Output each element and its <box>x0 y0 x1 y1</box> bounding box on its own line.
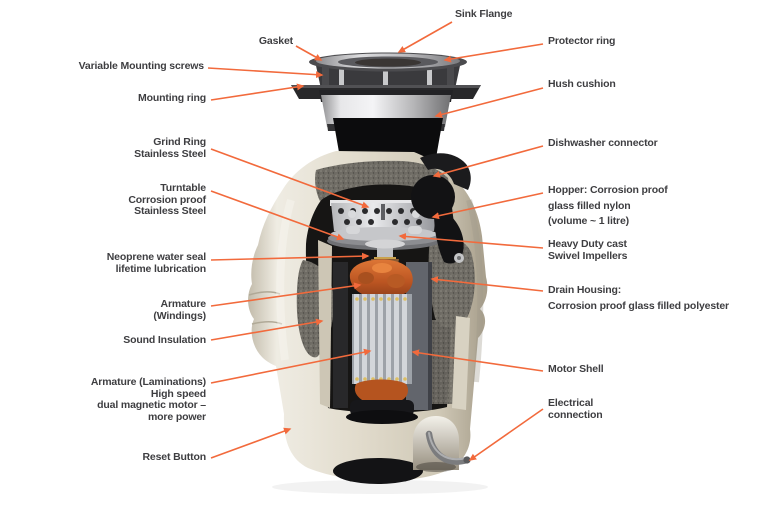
mounting-screw <box>339 62 344 88</box>
label-armature-laminations-line: dual magnetic motor – <box>97 399 206 411</box>
mounting-screw <box>383 62 388 88</box>
label-hopper-line: glass filled nylon <box>548 199 631 212</box>
label-variable-mounting-screws: Variable Mounting screws <box>78 60 205 73</box>
label-dishwasher-connector-line: Dishwasher connector <box>548 137 658 149</box>
label-armature-laminations-line: High speed <box>150 387 206 400</box>
label-sink-flange-line: Sink Flange <box>455 8 513 20</box>
label-motor-shell: Motor Shell <box>548 363 604 376</box>
label-variable-mounting-screws-line: Variable Mounting screws <box>78 60 205 72</box>
label-sound-insulation: Sound Insulation <box>123 334 206 347</box>
label-mounting-ring: Mounting ring <box>137 92 206 105</box>
mounting-screw <box>427 62 432 88</box>
label-protector-ring-line: Protector ring <box>548 35 616 47</box>
label-sound-insulation-line: Sound Insulation <box>123 334 206 346</box>
label-drain-housing-line: Drain Housing: <box>548 284 622 296</box>
label-turntable-line: Stainless Steel <box>134 205 206 217</box>
label-motor-shell-line: Motor Shell <box>548 363 604 375</box>
label-sink-flange: Sink Flange <box>455 8 513 21</box>
label-neoprene-water-seal-line: Neoprene water seal <box>106 251 206 263</box>
label-gasket-line: Gasket <box>258 35 293 47</box>
label-hopper: Hopper: Corrosion proof glass filled nylo… <box>548 184 668 232</box>
label-armature-laminations-line: more power <box>147 410 206 423</box>
label-hopper-line: (volume ~ 1 litre) <box>548 215 630 227</box>
armature-laminations-part <box>352 294 412 384</box>
label-heavy-duty-impellers-line: Swivel Impellers <box>548 249 628 262</box>
label-dishwasher-connector: Dishwasher connector <box>548 137 658 150</box>
swivel-impeller <box>346 226 360 234</box>
label-hopper-line: Hopper: Corrosion proof <box>548 184 668 196</box>
label-gasket: Gasket <box>258 35 293 48</box>
label-reset-button: Reset Button <box>142 451 206 464</box>
label-protector-ring: Protector ring <box>548 35 616 48</box>
label-drain-housing-line: Corrosion proof glass filled polyester <box>548 299 729 312</box>
label-heavy-duty-impellers-line: Heavy Duty cast <box>548 238 627 250</box>
label-electrical-connection-line: Electrical <box>548 397 594 409</box>
label-armature-windings: Armature(Windings) <box>153 298 207 322</box>
label-turntable-line: Corrosion proof <box>128 193 206 206</box>
label-neoprene-water-seal-line: lifetime lubrication <box>115 262 207 275</box>
cable-arch <box>413 416 459 470</box>
swivel-impeller <box>408 226 422 234</box>
base-foot <box>333 458 423 484</box>
label-turntable-line: Turntable <box>160 182 206 194</box>
label-grind-ring-line: Grind Ring <box>153 136 206 148</box>
label-mounting-ring-line: Mounting ring <box>137 92 206 104</box>
label-armature-windings-line: (Windings) <box>153 309 206 322</box>
label-reset-button-line: Reset Button <box>142 451 206 463</box>
label-grind-ring-line: Stainless Steel <box>134 147 206 160</box>
label-armature-laminations-line: Armature (Laminations) <box>90 376 206 388</box>
label-hush-cushion-line: Hush cushion <box>548 78 616 90</box>
label-drain-housing: Drain Housing: Corrosion proof glass fill… <box>548 284 729 316</box>
label-electrical-connection-line: connection <box>548 408 603 421</box>
floor-shadow <box>272 480 488 494</box>
neck <box>333 118 443 158</box>
armature-motor <box>346 259 418 424</box>
label-hush-cushion: Hush cushion <box>548 78 616 91</box>
label-armature-windings-line: Armature <box>160 298 207 310</box>
hush-cushion-band <box>319 90 453 158</box>
